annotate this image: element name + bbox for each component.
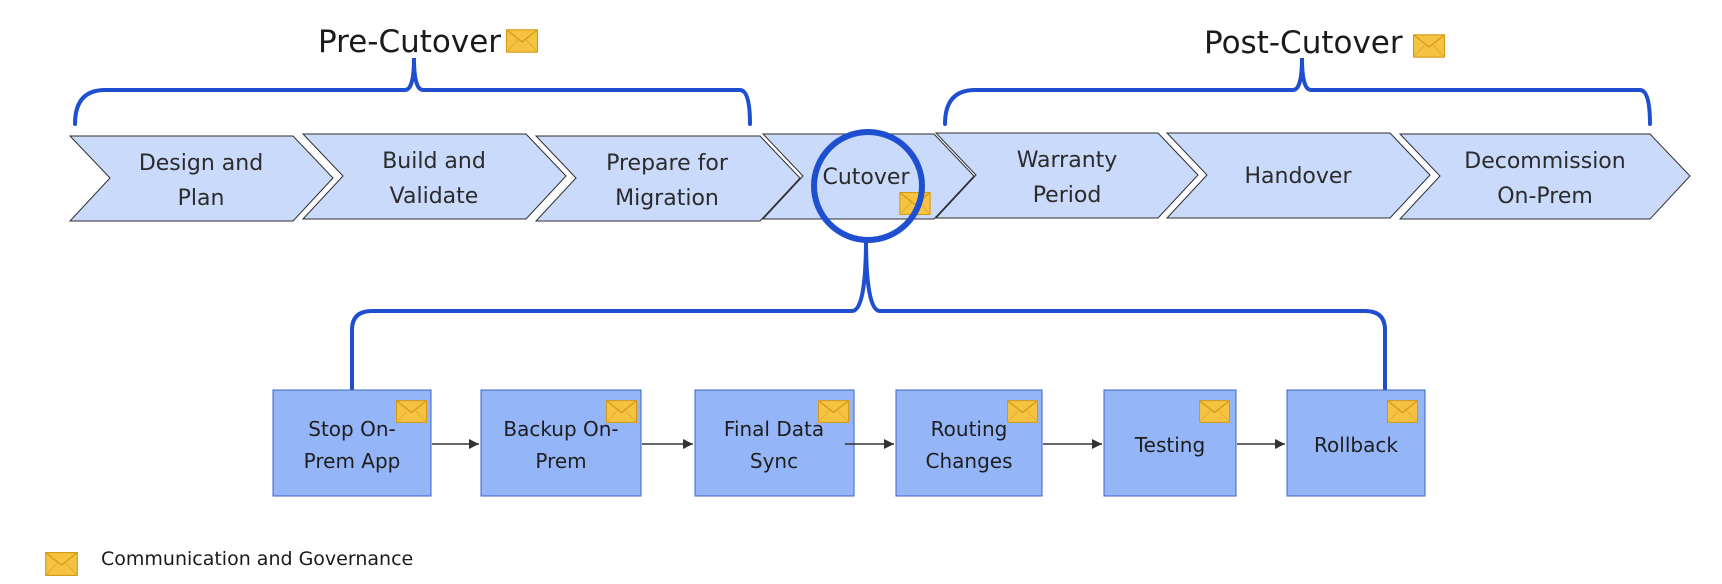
envelope-icon — [818, 400, 849, 423]
step-label: Sync — [750, 449, 798, 473]
step-backup-on-prem: Backup On- Prem — [480, 389, 642, 497]
step-final-data-sync: Final Data Sync — [694, 389, 855, 497]
step-label: Prem App — [304, 449, 401, 473]
post-cutover-bracket — [943, 57, 1652, 126]
chevron-decommission-on-prem: Decommission On-Prem — [1398, 133, 1691, 220]
step-label: Changes — [926, 449, 1013, 473]
chevron-design-and-plan: Design and Plan — [68, 135, 334, 222]
envelope-icon — [396, 400, 427, 423]
chevron-label: Migration — [615, 186, 719, 211]
chevron-label: Design and — [139, 151, 263, 176]
pre-cutover-bracket — [73, 57, 752, 126]
step-label: Rollback — [1314, 433, 1398, 457]
step-label: Testing — [1134, 433, 1205, 457]
chevron-label: Prepare for — [606, 151, 729, 176]
step-label: Final Data — [724, 417, 824, 441]
chevron-label: Build and — [382, 149, 486, 174]
chevron-label: Validate — [390, 184, 479, 209]
envelope-icon — [1199, 400, 1230, 423]
step-stop-on-prem-app: Stop On- Prem App — [272, 389, 432, 497]
envelope-icon — [1007, 400, 1038, 423]
envelope-icon — [1387, 400, 1418, 423]
post-cutover-label: Post-Cutover — [1204, 25, 1403, 61]
chevron-prepare-for-migration: Prepare for Migration — [534, 135, 801, 222]
envelope-icon — [1413, 34, 1445, 58]
chevron-warranty-period: Warranty Period — [934, 132, 1199, 219]
step-routing-changes: Routing Changes — [895, 389, 1043, 497]
pre-cutover-label: Pre-Cutover — [318, 24, 501, 60]
step-label: Prem — [535, 449, 586, 473]
legend-label: Communication and Governance — [101, 548, 413, 570]
chevron-label: Warranty — [1017, 148, 1118, 173]
cutover-subprocess-bracket — [350, 237, 1387, 392]
chevron-build-and-validate: Build and Validate — [301, 133, 567, 220]
step-label: Stop On- — [308, 417, 395, 441]
step-testing: Testing — [1103, 389, 1237, 497]
chevron-label: On-Prem — [1497, 184, 1593, 209]
chevron-label: Handover — [1245, 164, 1353, 189]
chevron-label: Plan — [178, 186, 225, 211]
step-rollback: Rollback — [1286, 389, 1426, 497]
step-label: Routing — [931, 417, 1008, 441]
envelope-icon — [606, 400, 637, 423]
legend: Communication and Governance — [45, 548, 413, 576]
envelope-icon — [506, 29, 538, 53]
chevron-handover: Handover — [1165, 132, 1431, 219]
chevron-label: Decommission — [1464, 149, 1625, 174]
chevron-label: Cutover — [823, 165, 911, 190]
step-label: Backup On- — [503, 417, 618, 441]
envelope-icon — [45, 552, 78, 576]
chevron-label: Period — [1033, 183, 1102, 208]
